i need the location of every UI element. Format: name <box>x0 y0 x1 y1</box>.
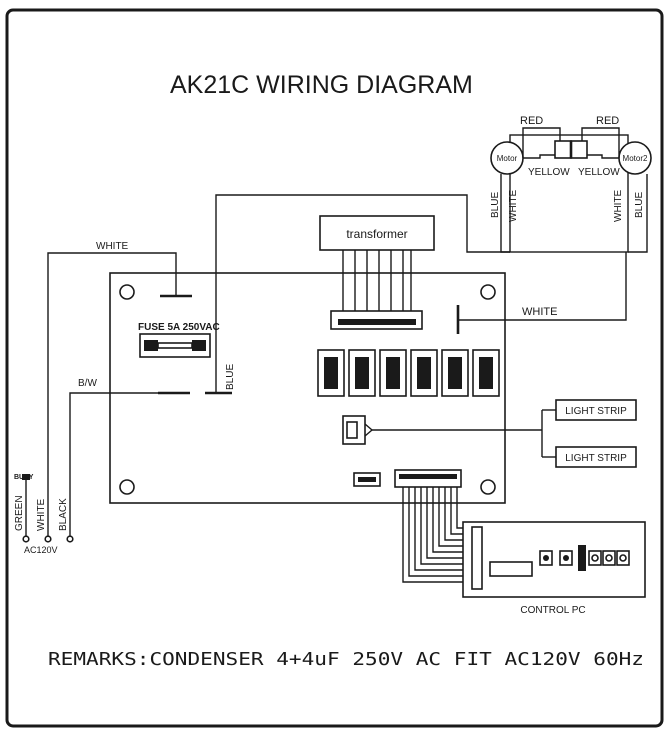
remarks-text: REMARKS:CONDENSER 4+4uF 250V AC FIT AC12… <box>48 649 644 670</box>
condenser <box>554 140 588 159</box>
light-strip-2-label: LIGHT STRIP <box>565 453 627 464</box>
yellow-label-left: YELLOW <box>528 167 570 178</box>
ground-lug <box>22 474 30 480</box>
relay-1-core <box>324 357 338 389</box>
red-wire-right <box>581 127 620 158</box>
control-pc-led-4 <box>605 554 613 562</box>
transformer: transformer <box>319 215 435 330</box>
motor-2-label: Motor2 <box>623 154 648 163</box>
control-pc-led-3 <box>591 554 599 562</box>
mount-hole-tl <box>119 284 135 300</box>
motor-wire-loop <box>509 134 629 253</box>
terminal-black <box>66 535 74 543</box>
motor-2-blue-label: BLUE <box>634 192 645 218</box>
small-connector-pins <box>358 477 376 482</box>
ribbon-wire-1 <box>402 487 478 583</box>
control-pc-led-1 <box>543 555 549 561</box>
motor-2: Motor2 <box>618 141 652 175</box>
control-pc-label: CONTROL PC <box>520 605 585 616</box>
motor-1: Motor <box>490 141 524 175</box>
blue-wire-main <box>215 194 510 393</box>
fuse-label: FUSE 5A 250VAC <box>138 322 220 333</box>
control-pc-display <box>489 561 533 577</box>
control-pc-switch <box>578 545 586 571</box>
white-label-ac: WHITE <box>36 498 47 531</box>
mount-hole-bl <box>119 479 135 495</box>
control-pc-led-2 <box>563 555 569 561</box>
transformer-label: transformer <box>346 227 407 241</box>
terminal-green <box>22 535 30 543</box>
relay-3-core <box>386 357 400 389</box>
mount-hole-br <box>480 479 496 495</box>
red-wire-left <box>522 127 561 158</box>
main-board <box>109 272 506 504</box>
relay-2-core <box>355 357 369 389</box>
ac-terminals: BUSY GREEN WHITE BLACK AC120V <box>14 474 74 555</box>
relay-6-core <box>479 357 493 389</box>
red-label-left: RED <box>520 115 543 127</box>
ribbon-connector-pins <box>399 474 457 479</box>
light-strip-connector: LIGHT STRIP LIGHT STRIP <box>342 399 637 468</box>
white-label-top: WHITE <box>96 241 129 252</box>
white-wire-ac <box>47 252 177 536</box>
white-wire-motor <box>458 252 627 321</box>
relay-bank <box>317 349 500 397</box>
control-pc: CONTROL PC <box>462 521 646 616</box>
motor-1-blue-label: BLUE <box>490 192 501 218</box>
bw-wire <box>69 392 190 536</box>
transformer-box <box>319 215 435 251</box>
diagram-frame <box>5 8 664 728</box>
control-pc-header <box>471 526 483 590</box>
yellow-label-right: YELLOW <box>578 167 620 178</box>
condenser-right <box>570 140 588 159</box>
yellow-wire-right <box>587 154 619 159</box>
light-strip-1-label: LIGHT STRIP <box>565 406 627 417</box>
ribbon-wire-3 <box>414 487 478 571</box>
ribbon-wire-5 <box>426 487 478 559</box>
ac120v-label: AC120V <box>24 545 58 555</box>
board-blue-label: BLUE <box>225 364 236 390</box>
ribbon-wire-2 <box>408 487 478 577</box>
green-label: GREEN <box>14 495 25 531</box>
motor-1-label: Motor <box>497 154 518 163</box>
light-strip-1 <box>555 399 637 421</box>
fuse-body <box>157 342 193 349</box>
motor-1-white-label: WHITE <box>508 189 519 222</box>
bw-label: B/W <box>78 378 97 389</box>
ribbon-wire-4 <box>420 487 478 565</box>
relay-5-core <box>448 357 462 389</box>
fuse: FUSE 5A 250VAC <box>138 322 220 358</box>
busy-label: BUSY <box>14 474 34 481</box>
terminal-white <box>44 535 52 543</box>
light-strip-2 <box>555 446 637 468</box>
fuse-cap-left <box>144 340 158 351</box>
diagram-title: AK21C WIRING DIAGRAM <box>170 71 473 99</box>
fuse-cap-right <box>192 340 206 351</box>
white-label-right: WHITE <box>522 306 557 318</box>
mount-hole-tr <box>480 284 496 300</box>
black-label: BLACK <box>58 498 69 531</box>
control-pc-led-5 <box>619 554 627 562</box>
yellow-wire-left <box>523 154 555 159</box>
red-label-right: RED <box>596 115 619 127</box>
motor-2-white-label: WHITE <box>613 189 624 222</box>
transformer-connector-pins <box>338 319 416 325</box>
motor-2-blue-wire <box>628 174 648 253</box>
light-connector-socket <box>346 421 358 439</box>
relay-4-core <box>417 357 431 389</box>
condenser-left <box>554 140 572 159</box>
